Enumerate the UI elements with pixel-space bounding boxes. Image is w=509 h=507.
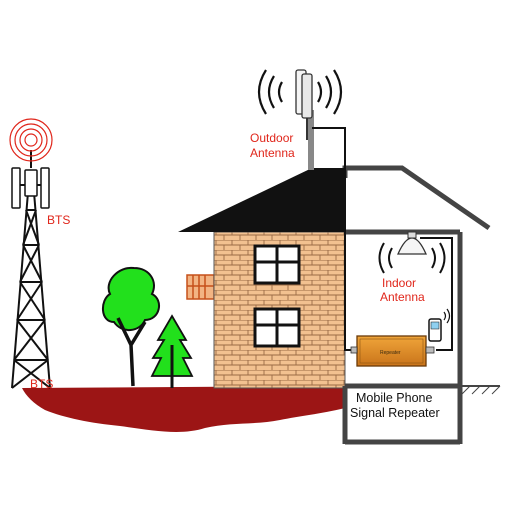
outdoor-antenna	[295, 69, 313, 140]
mobile-phone-icon	[428, 308, 451, 342]
balcony	[186, 274, 215, 300]
soil-hatching	[461, 385, 501, 395]
window-upper	[253, 244, 301, 285]
indoor-antenna-label-line2: Antenna	[380, 290, 425, 304]
tree-right	[150, 314, 194, 388]
repeater-device-text: Repeater	[380, 350, 401, 356]
indoor-cable	[420, 237, 453, 351]
repeater-caption-line2: Signal Repeater	[350, 406, 440, 420]
bts-antenna-panels	[11, 167, 50, 209]
outdoor-antenna-label-line1: Outdoor	[250, 131, 293, 145]
bts-label: BTS	[47, 213, 70, 227]
window-lower	[253, 307, 301, 348]
ground	[22, 386, 345, 432]
bts-signal-icon	[9, 118, 53, 162]
repeater-device: Repeater	[350, 335, 435, 367]
indoor-antenna-signal-icon	[378, 242, 446, 274]
tree-left	[102, 266, 161, 387]
bts-tower	[11, 150, 51, 389]
indoor-antenna	[397, 231, 427, 255]
outdoor-antenna-signal-icon	[257, 69, 343, 115]
repeater-caption-line1: Mobile Phone	[356, 391, 432, 405]
bts-label-bottom: BTS	[30, 377, 53, 391]
indoor-antenna-label-line1: Indoor	[382, 276, 416, 290]
roof	[178, 168, 345, 232]
outdoor-antenna-label-line2: Antenna	[250, 146, 295, 160]
